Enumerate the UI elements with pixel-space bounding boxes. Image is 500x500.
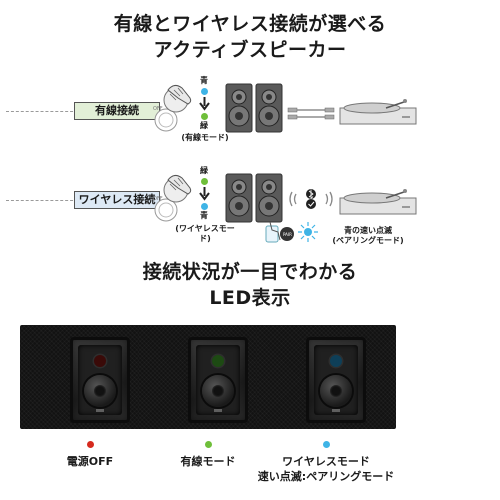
led-state-subcaption: 速い点滅:ペアリングモード [257, 470, 395, 483]
wired-color-top: 青 [200, 76, 208, 85]
volume-knob [84, 375, 116, 407]
wired-connection-label: 有線接続 [74, 102, 160, 120]
wireless-dash-line [6, 200, 78, 201]
speaker-pair-icon [225, 83, 283, 133]
wireless-color-bottom: 青 [200, 211, 208, 220]
speaker-pair-icon [225, 173, 283, 223]
wireless-mode-caption: (ワイヤレスモード) [175, 224, 235, 243]
rca-cable-icon [287, 107, 335, 120]
svg-text:OFF: OFF [153, 196, 163, 202]
pairing-caption-2: (ペアリングモード) [332, 236, 404, 245]
turntable-icon [339, 99, 417, 125]
led-color-indicator [205, 441, 212, 448]
led-color-indicator [87, 441, 94, 448]
led-state-caption: 有線モード [180, 455, 236, 468]
control-plate [306, 337, 366, 423]
wired-color-bottom: 緑 [200, 121, 208, 130]
led-panel [256, 325, 396, 429]
led-state-caption: 電源OFF [66, 455, 114, 468]
down-arrow-icon [199, 187, 210, 201]
led-title-line-2: LED表示 [209, 287, 291, 309]
turntable-icon [339, 189, 417, 215]
wired-dash-line [6, 111, 78, 112]
status-led-icon [330, 355, 342, 367]
wireless-blue-dot [201, 203, 208, 210]
wired-green-dot [201, 113, 208, 120]
wired-blue-dot [201, 88, 208, 95]
wireless-connection-label: ワイヤレス接続 [74, 191, 160, 209]
led-panel [20, 325, 160, 429]
led-state-caption: ワイヤレスモード [282, 455, 370, 468]
led-color-indicator [323, 441, 330, 448]
title-line-1: 有線とワイヤレス接続が選べる [113, 13, 387, 35]
wireless-color-top: 緑 [200, 166, 208, 175]
title-line-2: アクティブスピーカー [153, 39, 347, 61]
led-title-line-1: 接続状況が一目でわかる [142, 261, 358, 283]
led-panel [138, 325, 278, 429]
status-led-icon [212, 355, 224, 367]
pairing-caption-1: 青の速い点滅 [344, 226, 392, 235]
wireless-green-dot [201, 178, 208, 185]
volume-knob [320, 375, 352, 407]
control-plate [188, 337, 248, 423]
status-led-icon [94, 355, 106, 367]
svg-text:PAIR: PAIR [283, 232, 292, 237]
down-arrow-icon [199, 97, 210, 111]
volume-knob [202, 375, 234, 407]
pairing-hand-icon: PAIR [265, 221, 318, 243]
hand-press-icon: OFF [153, 174, 192, 222]
wired-mode-caption: (有線モード) [181, 133, 229, 142]
control-plate [70, 337, 130, 423]
hand-press-icon: OFF [153, 84, 192, 132]
wireless-wave-icon [289, 189, 333, 209]
svg-text:OFF: OFF [153, 106, 163, 112]
